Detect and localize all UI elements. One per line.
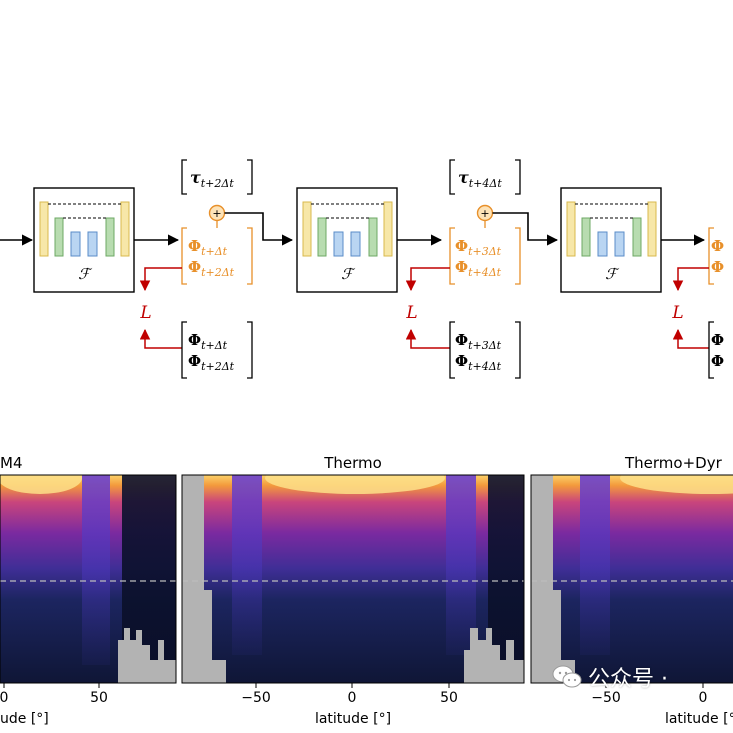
prediction-phi-1: Φt+Δt Φt+2Δt (181, 220, 253, 285)
target-phi-2: Φt+3Δt Φt+4Δt (449, 321, 521, 379)
heatmap-panel-2: Thermo −50 0 50 latitude [°] (181, 454, 525, 727)
tick-label: 0 (0, 690, 8, 706)
unrolled-network-diagram: ℱ τt+2Δt + Φt+Δt Φt+2Δt L Φt+Δt (0, 159, 724, 379)
loss-arrow-from-prediction-3 (672, 267, 709, 292)
heatmap-panel-1: M4 0 50 ude [°] (0, 454, 177, 727)
svg-text:Φt+Δt: Φt+Δt (188, 331, 228, 352)
forcing-subscript: t+2Δt (201, 177, 235, 190)
target-symbol: Φ (711, 352, 724, 370)
forcing-tau-2: τt+4Δt (449, 159, 521, 195)
svg-text:Φt+2Δt: Φt+2Δt (188, 258, 235, 279)
target-symbol: Φ (188, 331, 201, 349)
svg-text:Φt+3Δt: Φt+3Δt (455, 331, 502, 352)
prediction-symbol: Φ (711, 258, 724, 276)
prediction-symbol: Φ (455, 237, 468, 255)
heatmap-panel-3: Thermo+Dyr −50 0 latitude [°] (530, 454, 733, 727)
prediction-phi-2: Φt+3Δt Φt+4Δt (449, 220, 521, 285)
loss-arrow-from-target-2 (405, 328, 450, 349)
watermark-text: 公众号 · (588, 667, 668, 692)
network-block-3: ℱ (560, 187, 662, 293)
prediction-symbol: Φ (455, 258, 468, 276)
tick-label: 50 (440, 690, 458, 706)
prediction-symbol: Φ (188, 258, 201, 276)
svg-text:Φt+3Δt: Φt+3Δt (455, 237, 502, 258)
panel-title: Thermo (323, 454, 382, 472)
forcing-subscript: t+4Δt (469, 177, 503, 190)
svg-text:Φt+Δt: Φt+Δt (188, 237, 228, 258)
network-label: ℱ (341, 265, 356, 283)
network-block-2: ℱ (296, 187, 398, 293)
panel-title: M4 (0, 454, 23, 472)
target-phi-3: Φ Φ (708, 321, 724, 379)
target-subscript-2: t+2Δt (201, 360, 235, 373)
network-label: ℱ (78, 265, 93, 283)
prediction-subscript-2: t+4Δt (468, 266, 502, 279)
prediction-phi-3: Φ Φ (708, 227, 724, 285)
network-block-1: ℱ (33, 187, 135, 293)
svg-text:Φt+2Δt: Φt+2Δt (188, 352, 235, 373)
tick-label: 0 (699, 690, 708, 706)
sum-node-1: + (208, 204, 226, 222)
svg-text:Φt+4Δt: Φt+4Δt (455, 352, 502, 373)
svg-text:τt+2Δt: τt+2Δt (190, 168, 234, 190)
plus-symbol: + (212, 207, 221, 220)
target-subscript-1: t+Δt (201, 339, 228, 352)
loss-label-3: L (671, 303, 683, 323)
plus-symbol: + (480, 207, 489, 220)
x-axis-label: latitude [°] (665, 711, 733, 727)
prediction-subscript-1: t+3Δt (468, 245, 502, 258)
prediction-subscript-1: t+Δt (201, 245, 228, 258)
tick-label: −50 (241, 690, 271, 706)
forcing-symbol: τ (190, 168, 201, 187)
loss-label-1: L (139, 303, 151, 323)
network-label: ℱ (605, 265, 620, 283)
target-symbol: Φ (188, 352, 201, 370)
target-symbol: Φ (455, 331, 468, 349)
loss-label-2: L (405, 303, 417, 323)
forcing-symbol: τ (458, 168, 469, 187)
loss-arrow-from-prediction-1 (139, 267, 182, 292)
wechat-logo-icon (552, 665, 582, 688)
tick-label: 0 (348, 690, 357, 706)
x-axis-label: ude [°] (0, 711, 49, 727)
panel-title: Thermo+Dyr (624, 454, 723, 472)
svg-text:Φt+4Δt: Φt+4Δt (455, 258, 502, 279)
prediction-subscript-2: t+2Δt (201, 266, 235, 279)
watermark: 公众号 · (552, 660, 668, 694)
prediction-symbol: Φ (188, 237, 201, 255)
target-symbol: Φ (455, 352, 468, 370)
target-subscript-2: t+4Δt (468, 360, 502, 373)
tick-label: −50 (591, 690, 621, 706)
prediction-symbol: Φ (711, 237, 724, 255)
loss-arrow-from-target-1 (139, 328, 182, 349)
forcing-feed-line-1 (224, 212, 294, 246)
target-phi-1: Φt+Δt Φt+2Δt (181, 321, 253, 379)
forcing-tau-1: τt+2Δt (181, 159, 253, 195)
loss-arrow-from-target-3 (672, 328, 709, 349)
tick-label: 50 (90, 690, 108, 706)
svg-text:τt+4Δt: τt+4Δt (458, 168, 502, 190)
sum-node-2: + (476, 204, 494, 222)
loss-arrow-from-prediction-2 (405, 267, 450, 292)
target-symbol: Φ (711, 331, 724, 349)
forcing-feed-line-2 (492, 212, 559, 246)
target-subscript-1: t+3Δt (468, 339, 502, 352)
x-axis-label: latitude [°] (315, 711, 391, 727)
